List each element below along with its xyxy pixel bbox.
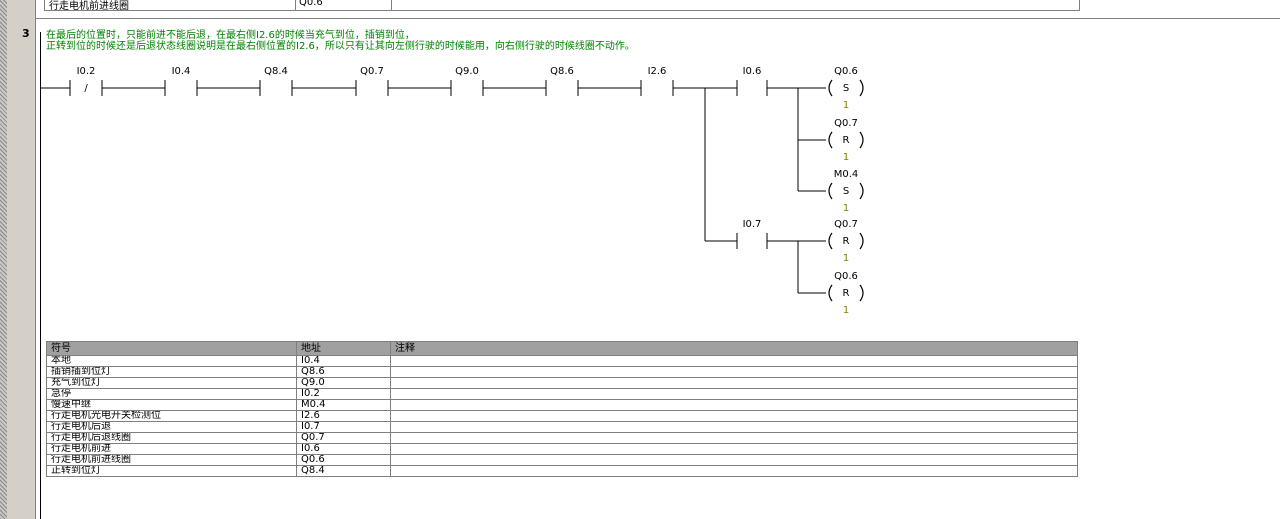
contact-label: I0.6 (743, 66, 762, 77)
coil-count: 1 (843, 253, 849, 264)
row-address: Q0.6 (296, 454, 391, 466)
previous-symbol-table-row: 行走电机前进线圈 Q0.6 (44, 0, 1080, 12)
header-comment[interactable]: 注释 (390, 341, 1078, 356)
coil-count: 1 (843, 203, 849, 214)
coil-label: Q0.7 (834, 118, 858, 129)
contact-negation: / (84, 83, 88, 94)
row-address: I0.7 (296, 421, 391, 433)
coil-count: 1 (843, 305, 849, 316)
row-symbol: 行走电机前进线圈 (46, 454, 297, 466)
row-address: M0.4 (296, 399, 391, 411)
row-comment[interactable] (390, 465, 1078, 477)
contact-label: I0.2 (77, 66, 96, 77)
row-address: Q9.0 (296, 377, 391, 389)
network-comment-line2[interactable]: 正转到位的时候还是后退状态线圈说明是在最右侧位置的I2.6，所以只有让其向左侧行… (46, 41, 635, 52)
coil-count: 1 (843, 152, 849, 163)
row-comment[interactable] (390, 421, 1078, 433)
row-symbol: 行走电机后退线圈 (46, 432, 297, 444)
row-symbol: 慢速中继 (46, 399, 297, 411)
row-comment[interactable] (390, 454, 1078, 466)
contact-label: Q8.4 (264, 66, 288, 77)
coil-type: S (843, 83, 849, 94)
coil-right-arc (859, 182, 864, 200)
coil-type: S (843, 186, 849, 197)
network-number: 3 (22, 27, 30, 40)
contact-label: I0.7 (743, 219, 762, 230)
divider (391, 0, 392, 10)
row-symbol: 正转到位灯 (46, 465, 297, 477)
contact-label: I0.4 (172, 66, 191, 77)
row-comment[interactable] (390, 443, 1078, 455)
row-comment[interactable] (390, 432, 1078, 444)
prev-row-address: Q0.6 (299, 0, 323, 8)
power-rail (40, 32, 41, 519)
row-address: I2.6 (296, 410, 391, 422)
network-comment-line1[interactable]: 在最后的位置时，只能前进不能后退，在最右侧I2.6的时候当充气到位，插销到位， (46, 30, 415, 41)
prev-row-symbol: 行走电机前进线圈 (49, 1, 129, 12)
row-symbol: 插销插到位灯 (46, 366, 297, 378)
coil-label: Q0.6 (834, 271, 858, 282)
divider (295, 0, 296, 10)
row-address: Q0.7 (296, 432, 391, 444)
coil-label: M0.4 (834, 169, 859, 180)
coil-left-arc (828, 79, 833, 97)
coil-right-arc (859, 131, 864, 149)
row-comment[interactable] (390, 410, 1078, 422)
row-comment[interactable] (390, 388, 1078, 400)
network-gutter (7, 0, 36, 519)
symbol-table-header: 符号 地址 注释 (46, 341, 1078, 356)
coil-type: R (843, 135, 850, 146)
contact-label: I2.6 (648, 66, 667, 77)
row-comment[interactable] (390, 399, 1078, 411)
row-address: I0.2 (296, 388, 391, 400)
row-symbol: 急停 (46, 388, 297, 400)
row-symbol: 本地 (46, 355, 297, 367)
coil-left-arc (828, 232, 833, 250)
header-address[interactable]: 地址 (296, 341, 391, 356)
coil-right-arc (859, 284, 864, 302)
contact-label: Q9.0 (455, 66, 479, 77)
row-symbol: 行走电机后退 (46, 421, 297, 433)
network-separator (36, 18, 1280, 19)
row-comment[interactable] (390, 377, 1078, 389)
coil-label: Q0.7 (834, 219, 858, 230)
row-address: Q8.4 (296, 465, 391, 477)
contact-label: Q0.7 (360, 66, 384, 77)
coil-count: 1 (843, 100, 849, 111)
coil-type: R (843, 288, 850, 299)
scroll-hatch-edge (0, 0, 7, 519)
coil-right-arc (859, 232, 864, 250)
row-comment[interactable] (390, 355, 1078, 367)
coil-label: Q0.6 (834, 66, 858, 77)
coil-left-arc (828, 131, 833, 149)
contact-label: Q8.6 (550, 66, 574, 77)
row-address: Q8.6 (296, 366, 391, 378)
header-symbol[interactable]: 符号 (46, 341, 297, 356)
coil-right-arc (859, 79, 864, 97)
row-symbol: 行走电机前进 (46, 443, 297, 455)
row-symbol: 行走电机光电开关检测位 (46, 410, 297, 422)
row-symbol: 充气到位灯 (46, 377, 297, 389)
row-address: I0.4 (296, 355, 391, 367)
row-address: I0.6 (296, 443, 391, 455)
coil-left-arc (828, 182, 833, 200)
coil-type: R (843, 236, 850, 247)
row-comment[interactable] (390, 366, 1078, 378)
coil-left-arc (828, 284, 833, 302)
